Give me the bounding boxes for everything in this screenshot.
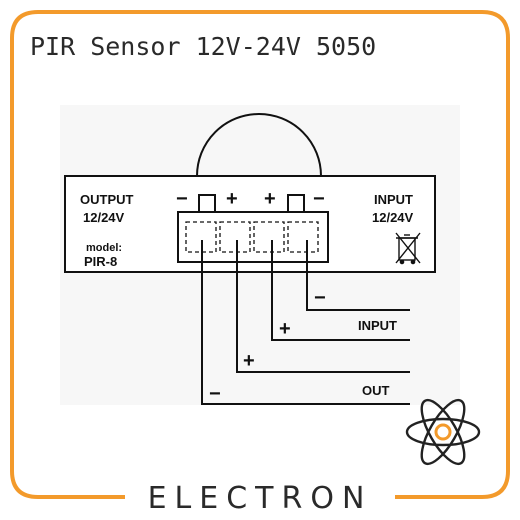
terminal-block <box>177 211 329 263</box>
wire-sign-input-negative: − <box>314 287 326 309</box>
terminal-sign-4: − <box>313 188 325 210</box>
wire-sign-out-positive: + <box>243 350 255 372</box>
terminal-tab-right <box>287 194 305 212</box>
model-value: PIR-8 <box>84 254 117 269</box>
terminal-sign-3: + <box>264 188 276 210</box>
page-title: PIR Sensor 12V-24V 5050 <box>30 32 376 61</box>
terminal-sign-1: − <box>176 188 188 210</box>
orange-frame <box>10 10 510 499</box>
terminal-sign-2: + <box>226 188 238 210</box>
input-voltage: 12/24V <box>372 210 414 225</box>
output-voltage: 12/24V <box>83 210 125 225</box>
wire-sign-input-positive: + <box>279 318 291 340</box>
wire-label-out: OUT <box>362 383 390 398</box>
input-label: INPUT <box>374 192 413 207</box>
wire-label-input: INPUT <box>358 318 397 333</box>
terminal-slots <box>185 221 319 253</box>
pir-dome <box>196 113 322 177</box>
weee-bin-icon <box>395 232 421 265</box>
output-label: OUTPUT <box>80 192 134 207</box>
wire-out-negative <box>201 240 410 405</box>
wire-input-positive <box>271 240 410 341</box>
wire-sign-out-negative: − <box>209 383 221 405</box>
wire-out-positive <box>236 240 410 373</box>
wire-input-negative <box>306 240 410 311</box>
terminal-tab-left <box>198 194 216 212</box>
atom-icon <box>405 398 481 466</box>
model-label: model: <box>86 242 122 254</box>
brand-name: ELECTRON <box>148 481 373 516</box>
